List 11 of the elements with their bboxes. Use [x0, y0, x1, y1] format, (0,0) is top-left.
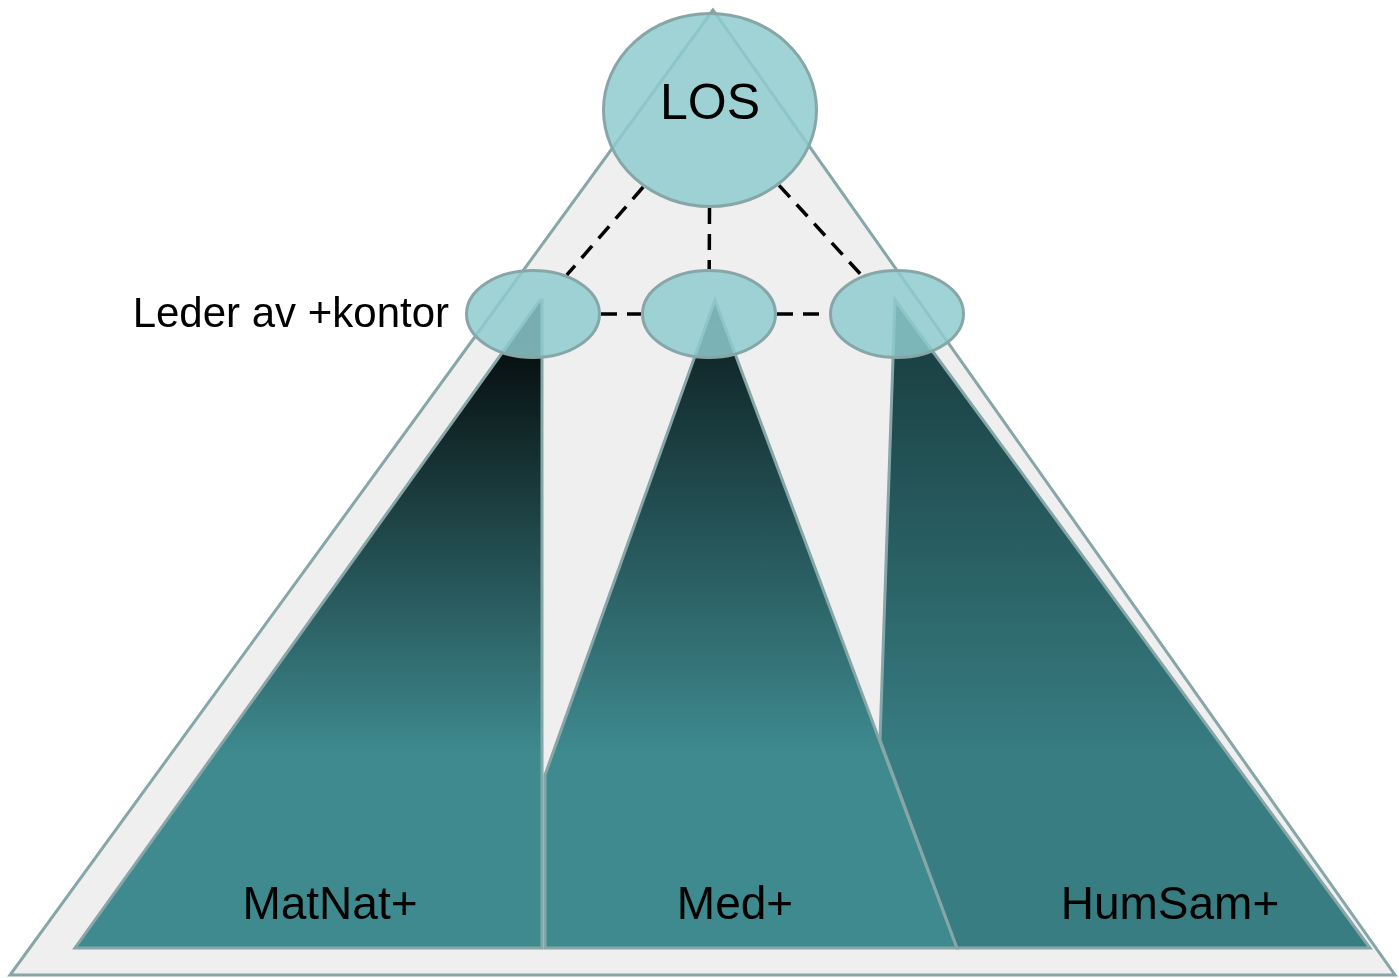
dashed-connector [565, 185, 645, 277]
triangle-background [10, 10, 1395, 976]
node-label: LOS [659, 73, 761, 131]
dashed-connector [707, 208, 712, 269]
side-label: Leder av +kontor [132, 288, 449, 337]
ellipse-node [641, 269, 777, 359]
node-label: HumSam+ [1060, 876, 1280, 930]
dashed-connector [777, 184, 864, 277]
node-label: Med+ [676, 876, 794, 930]
node-label: MatNat+ [242, 876, 418, 930]
dashed-connector [601, 312, 641, 316]
